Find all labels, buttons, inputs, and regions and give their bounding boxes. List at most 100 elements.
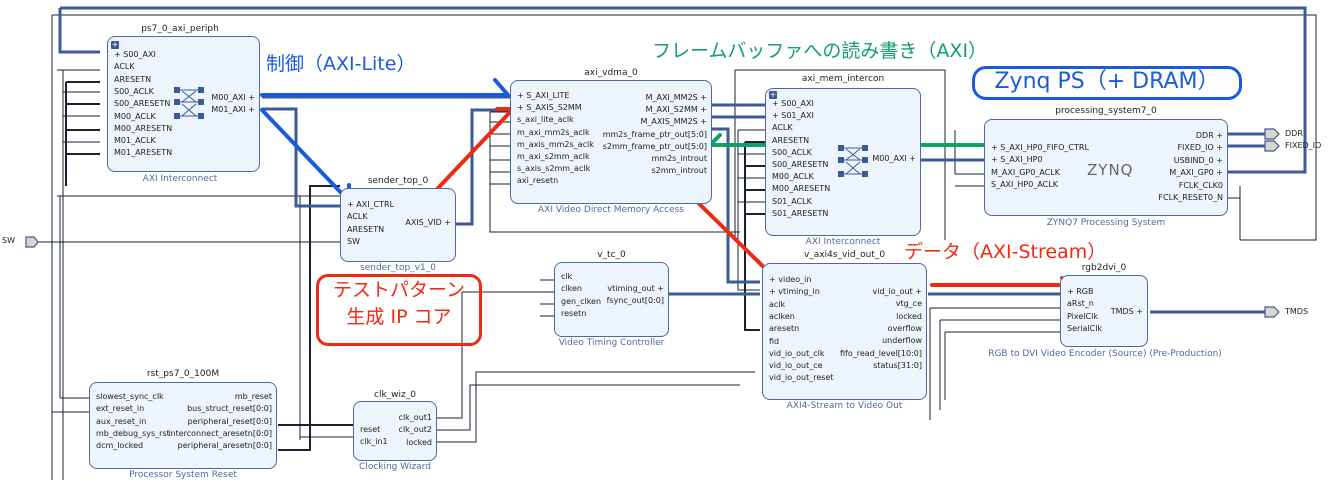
pin-peripheral-reset-0-0-[interactable]: peripheral_reset[0:0] (187, 416, 272, 426)
pin-rgb[interactable]: + RGB (1067, 287, 1094, 296)
pin-s00-axi[interactable]: + S00_AXI (772, 99, 814, 108)
pin-mb-reset[interactable]: mb_reset (234, 392, 272, 401)
pin-bus-struct-reset-0-0-[interactable]: bus_struct_reset[0:0] (187, 404, 272, 414)
pin-axi-resetn[interactable]: axi_resetn (517, 176, 559, 186)
pin-s01-aresetn[interactable]: S01_ARESETN (772, 208, 829, 218)
pin-m-axi-s2mm-aclk[interactable]: m_axi_s2mm_aclk (517, 152, 590, 161)
port-tmds-label[interactable]: TMDS (1285, 307, 1309, 316)
pin-underflow[interactable]: underflow (882, 336, 922, 346)
pin-aclk[interactable]: aclk (769, 299, 786, 309)
pin-m01-aresetn[interactable]: M01_ARESETN (114, 148, 173, 158)
pin-vtiming-out[interactable]: vtiming_out + (607, 284, 664, 293)
pin-video-in[interactable]: + video_in (769, 275, 812, 284)
pin-aclk[interactable]: ACLK (347, 212, 368, 222)
pin-dcm-locked[interactable]: dcm_locked (96, 441, 144, 451)
pin-vtiming-in[interactable]: + vtiming_in (769, 287, 820, 297)
pin-aux-reset-in[interactable]: aux_reset_in (96, 416, 147, 426)
pin-s01-aclk[interactable]: S01_ACLK (772, 196, 812, 206)
pin-sw[interactable]: SW (347, 236, 360, 246)
block-vdma[interactable]: + S_AXI_LITE + S_AXIS_S2MM s_axi_lite_aclk… (510, 80, 712, 204)
pin-clk[interactable]: clk (561, 272, 573, 281)
pin-fixed-io[interactable]: FIXED_IO + (1177, 143, 1223, 153)
pin-s-axis-s2mm-aclk[interactable]: s_axis_s2mm_aclk (517, 164, 591, 174)
pin-serialclk[interactable]: SerialClk (1067, 323, 1103, 333)
pin-arst-n[interactable]: aRst_n (1067, 299, 1094, 309)
pin-fsync-out-0-0-[interactable]: fsync_out[0:0] (606, 296, 664, 306)
pin-usbind-0[interactable]: USBIND_0 + (1173, 155, 1223, 165)
pin-locked[interactable]: locked (896, 311, 922, 321)
pin-interconnect-aresetn-0-0-[interactable]: interconnect_aresetn[0:0] (168, 428, 272, 438)
pin-m00-axi[interactable]: M00_AXI + (211, 93, 255, 102)
pin-status-31-0-[interactable]: status[31:0] (873, 360, 922, 370)
pin-m-axi-mm2s[interactable]: M_AXI_MM2S + (645, 93, 707, 102)
pin-s2mm-frame-ptr-out-5-0-[interactable]: s2mm_frame_ptr_out[5:0] (602, 141, 707, 151)
pin-m00-aresetn[interactable]: M00_ARESETN (114, 123, 173, 133)
pin-aclk[interactable]: ACLK (114, 62, 135, 72)
pin-gen-clken[interactable]: gen_clken (561, 296, 602, 306)
pin-m00-aresetn[interactable]: M00_ARESETN (772, 184, 831, 194)
pin-pixelclk[interactable]: PixelClk (1067, 311, 1098, 321)
pin-s-axi-lite-aclk[interactable]: s_axi_lite_aclk (517, 115, 574, 125)
expand-icon[interactable]: + (769, 90, 777, 99)
pin-vid-io-out[interactable]: vid_io_out + (872, 287, 923, 296)
pin-s-axi-hp0-aclk[interactable]: S_AXI_HP0_ACLK (991, 180, 1058, 190)
pin-mb-debug-sys-rst[interactable]: mb_debug_sys_rst (96, 428, 170, 438)
pin-axis-vid[interactable]: AXIS_VID + (405, 218, 451, 227)
pin-m-axi-gp0-aclk[interactable]: M_AXI_GP0_ACLK (991, 167, 1060, 177)
pin-s-axi-hp0[interactable]: + S_AXI_HP0 (991, 155, 1043, 165)
pin-m00-aclk[interactable]: M00_ACLK (772, 172, 814, 182)
port-sw-label[interactable]: SW (2, 236, 15, 245)
pin-reset[interactable]: reset (360, 425, 381, 434)
pin-s00-aclk[interactable]: S00_ACLK (114, 86, 154, 96)
pin-m01-axi[interactable]: M01_AXI + (211, 105, 255, 114)
block-mem-intercon[interactable]: + + S00_AXI + S01_AXI ACLK ARESETN S00_ACLK S… (765, 88, 921, 236)
pin-ddr[interactable]: DDR + (1195, 131, 1223, 140)
pin-locked[interactable]: locked (406, 437, 432, 447)
pin-overflow[interactable]: overflow (887, 323, 922, 333)
pin-mm2s-introut[interactable]: mm2s_introut (651, 154, 708, 163)
pin-m-axi-gp0[interactable]: M_AXI_GP0 + (1169, 168, 1223, 178)
pin-s00-aresetn[interactable]: S00_ARESETN (114, 99, 171, 109)
pin-vtg-ce[interactable]: vtg_ce (895, 299, 922, 309)
pin-mm2s-frame-ptr-out-5-0-[interactable]: mm2s_frame_ptr_out[5:0] (602, 129, 707, 139)
pin-aresetn[interactable]: aresetn (769, 324, 800, 334)
pin-aresetn[interactable]: ARESETN (772, 135, 810, 145)
pin-s-axi-hp0-fifo-ctrl[interactable]: + S_AXI_HP0_FIFO_CTRL (991, 143, 1089, 152)
pin-clk-out1[interactable]: clk_out1 (398, 413, 432, 422)
pin-m00-aclk[interactable]: M00_ACLK (114, 111, 156, 121)
pin-s00-aclk[interactable]: S00_ACLK (772, 147, 812, 157)
pin-s2mm-introut[interactable]: s2mm_introut (651, 166, 708, 176)
pin-clken[interactable]: clken (561, 284, 582, 294)
pin-aclken[interactable]: aclken (769, 311, 795, 321)
port-fixed-io-label[interactable]: FIXED_IO (1285, 141, 1322, 150)
pin-clk-in1[interactable]: clk_in1 (360, 437, 388, 447)
pin-vid-io-out-reset[interactable]: vid_io_out_reset (769, 373, 834, 383)
pin-s00-aresetn[interactable]: S00_ARESETN (772, 160, 829, 169)
pin-aclk[interactable]: ACLK (772, 123, 793, 133)
pin-s-axi-lite[interactable]: + S_AXI_LITE (517, 91, 570, 100)
pin-s-axis-s2mm[interactable]: + S_AXIS_S2MM (517, 103, 582, 113)
pin-vid-io-out-clk[interactable]: vid_io_out_clk (769, 348, 825, 358)
pin-s01-axi[interactable]: + S01_AXI (772, 111, 814, 121)
port-ddr-label[interactable]: DDR (1285, 129, 1303, 138)
pin-axi-ctrl[interactable]: + AXI_CTRL (347, 200, 395, 209)
pin-m01-aclk[interactable]: M01_ACLK (114, 136, 156, 146)
pin-slowest-sync-clk[interactable]: slowest_sync_clk (96, 392, 164, 401)
pin-m-axis-mm2s[interactable]: M_AXIS_MM2S + (640, 117, 707, 127)
pin-vid-io-out-ce[interactable]: vid_io_out_ce (769, 361, 823, 371)
pin-m00-axi[interactable]: M00_AXI + (872, 154, 916, 163)
pin-m-axi-s2mm[interactable]: M_AXI_S2MM + (645, 105, 707, 115)
pin-resetn[interactable]: resetn (561, 308, 587, 318)
pin-fid[interactable]: fid (769, 336, 780, 346)
pin-fclk-clk0[interactable]: FCLK_CLK0 (1178, 180, 1223, 190)
pin-aresetn[interactable]: ARESETN (114, 74, 152, 84)
pin-m-axis-mm2s-aclk[interactable]: m_axis_mm2s_aclk (517, 139, 594, 149)
pin-clk-out2[interactable]: clk_out2 (398, 425, 432, 435)
